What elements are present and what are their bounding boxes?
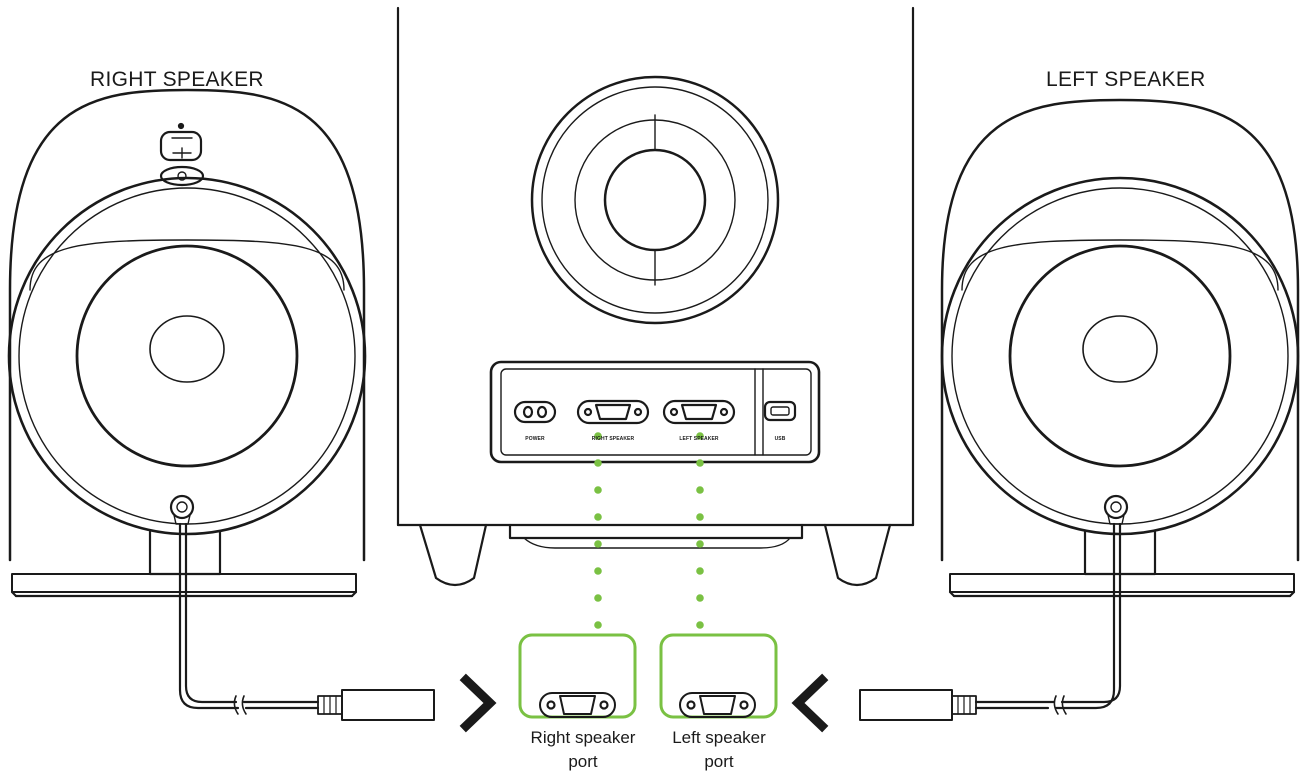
right-speaker-port-panel xyxy=(576,399,650,425)
left-port-caption-line2: port xyxy=(704,752,734,771)
left-speaker-heading: LEFT SPEAKER xyxy=(1046,68,1206,91)
subwoofer-driver xyxy=(530,75,780,325)
volume-control xyxy=(159,122,203,162)
panel-label-usb: USB xyxy=(774,436,786,442)
right-speaker-port-zoom xyxy=(518,633,637,719)
right-port-caption: Right speaker port xyxy=(518,726,648,774)
speaker-input-jack xyxy=(169,494,195,525)
subwoofer xyxy=(396,6,915,587)
right-port-caption-line2: port xyxy=(568,752,598,771)
left-port-caption-line1: Left speaker xyxy=(672,728,766,747)
left-speaker-cable xyxy=(859,522,1122,721)
panel-label-power: POWER xyxy=(525,436,545,442)
speaker-input-jack xyxy=(1103,494,1129,525)
subwoofer-feet xyxy=(418,523,892,587)
left-speaker-port-zoom xyxy=(659,633,778,719)
arrow-left-icon xyxy=(791,673,829,733)
left-port-caption: Left speaker port xyxy=(654,726,784,774)
right-speaker xyxy=(7,88,367,598)
left-speaker xyxy=(940,98,1300,598)
right-speaker-cable xyxy=(178,522,435,721)
connector-panel xyxy=(489,360,821,464)
right-speaker-heading: RIGHT SPEAKER xyxy=(90,68,264,91)
speaker-stand xyxy=(10,530,358,598)
headphone-jack xyxy=(159,165,205,187)
speaker-stand xyxy=(948,530,1296,598)
arrow-right-icon xyxy=(459,673,497,733)
right-port-caption-line1: Right speaker xyxy=(530,728,636,747)
panel-label-left-speaker: LEFT SPEAKER xyxy=(679,436,719,442)
connection-dots xyxy=(594,432,704,629)
panel-label-right-speaker: RIGHT SPEAKER xyxy=(591,436,635,442)
usb-port xyxy=(763,400,797,422)
power-port xyxy=(513,400,557,424)
left-speaker-port-panel xyxy=(662,399,736,425)
